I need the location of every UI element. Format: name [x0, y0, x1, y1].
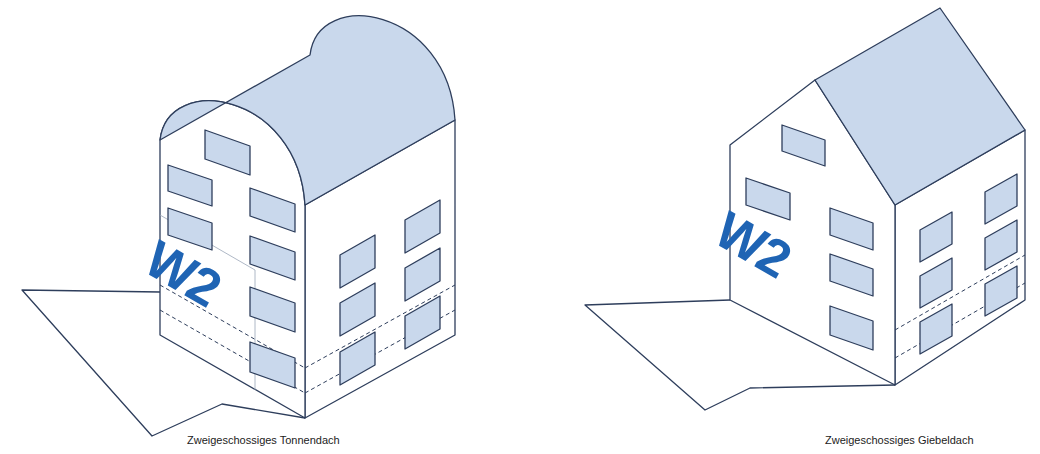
- floor-line: [895, 255, 1025, 358]
- barrel-roof: [160, 16, 455, 205]
- caption-text: Zweigeschossiges Tonnendach: [187, 434, 340, 447]
- caption-text: Zweigeschossiges Giebeldach: [825, 434, 974, 447]
- gable-roof: [815, 8, 1025, 205]
